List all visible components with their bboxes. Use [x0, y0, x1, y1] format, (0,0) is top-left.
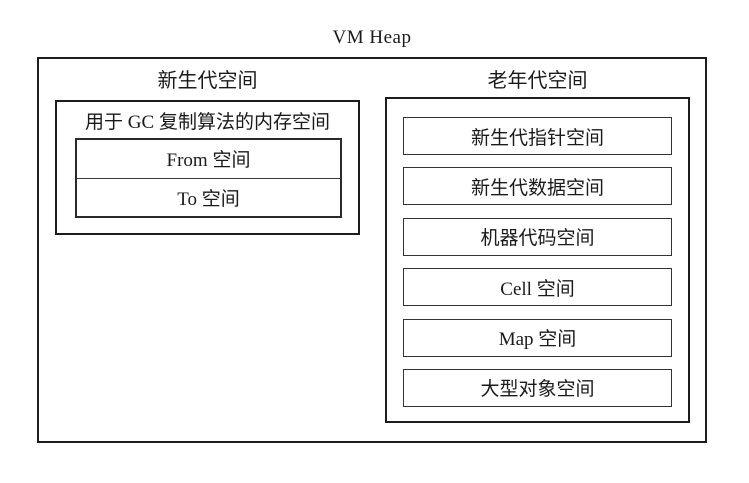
gc-copy-algorithm-label: 用于 GC 复制算法的内存空间: [85, 112, 330, 133]
old-space-box-new-gen-pointer: 新生代指针空间: [403, 117, 672, 155]
old-space-box-new-gen-data: 新生代数据空间: [403, 167, 672, 206]
diagram-title: VM Heap: [332, 27, 412, 48]
old-space-box-machine-code: 机器代码空间: [403, 217, 672, 256]
old-space-box-large-object: 大型对象空间: [403, 368, 672, 407]
from-space-cell: From 空间: [77, 140, 340, 179]
old-space-box-cell: Cell 空间: [403, 268, 672, 307]
semi-space-box: From 空间 To 空间: [75, 138, 342, 218]
old-generation-container: 新生代指针空间 新生代数据空间 机器代码空间 Cell 空间 Map 空间 大型…: [385, 97, 690, 423]
old-generation-header: 老年代空间: [487, 70, 588, 92]
gc-copy-algorithm-box: 用于 GC 复制算法的内存空间 From 空间 To 空间: [55, 100, 360, 235]
old-space-box-map: Map 空间: [403, 318, 672, 357]
to-space-cell: To 空间: [177, 188, 240, 210]
new-generation-header: 新生代空间: [157, 70, 258, 92]
